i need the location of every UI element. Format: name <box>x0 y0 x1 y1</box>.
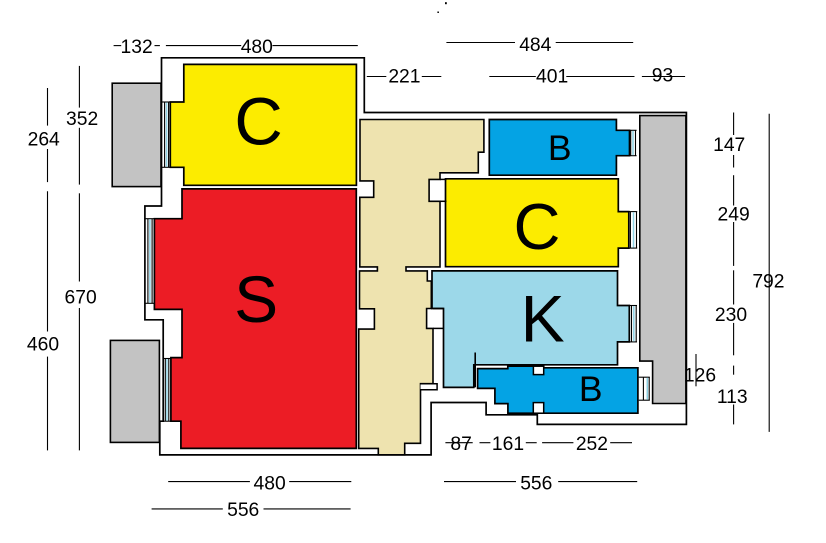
svg-text:480: 480 <box>254 474 286 495</box>
svg-text:S: S <box>234 262 278 336</box>
svg-text:352: 352 <box>66 109 98 130</box>
svg-text:87: 87 <box>450 434 471 455</box>
svg-text:K: K <box>521 282 565 356</box>
svg-text:C: C <box>234 84 282 159</box>
svg-text:B: B <box>579 369 603 409</box>
svg-text:B: B <box>548 128 572 168</box>
svg-text:484: 484 <box>519 35 551 56</box>
svg-text:264: 264 <box>28 130 60 151</box>
svg-text:460: 460 <box>27 335 59 356</box>
svg-text:113: 113 <box>717 387 748 408</box>
svg-text:132: 132 <box>121 37 153 58</box>
svg-text:161: 161 <box>492 434 524 455</box>
svg-text:556: 556 <box>227 500 259 521</box>
svg-text:93: 93 <box>652 66 673 87</box>
svg-text:792: 792 <box>752 272 784 293</box>
svg-text:556: 556 <box>520 474 552 495</box>
svg-text:670: 670 <box>65 288 97 309</box>
svg-text:147: 147 <box>713 135 745 156</box>
svg-text:230: 230 <box>715 305 747 326</box>
svg-text:C: C <box>514 190 561 263</box>
svg-text:221: 221 <box>388 67 420 88</box>
svg-text:401: 401 <box>536 66 568 87</box>
svg-text:480: 480 <box>241 37 273 58</box>
svg-text:252: 252 <box>576 434 608 455</box>
svg-text:249: 249 <box>718 205 750 226</box>
svg-text:126: 126 <box>684 366 716 387</box>
